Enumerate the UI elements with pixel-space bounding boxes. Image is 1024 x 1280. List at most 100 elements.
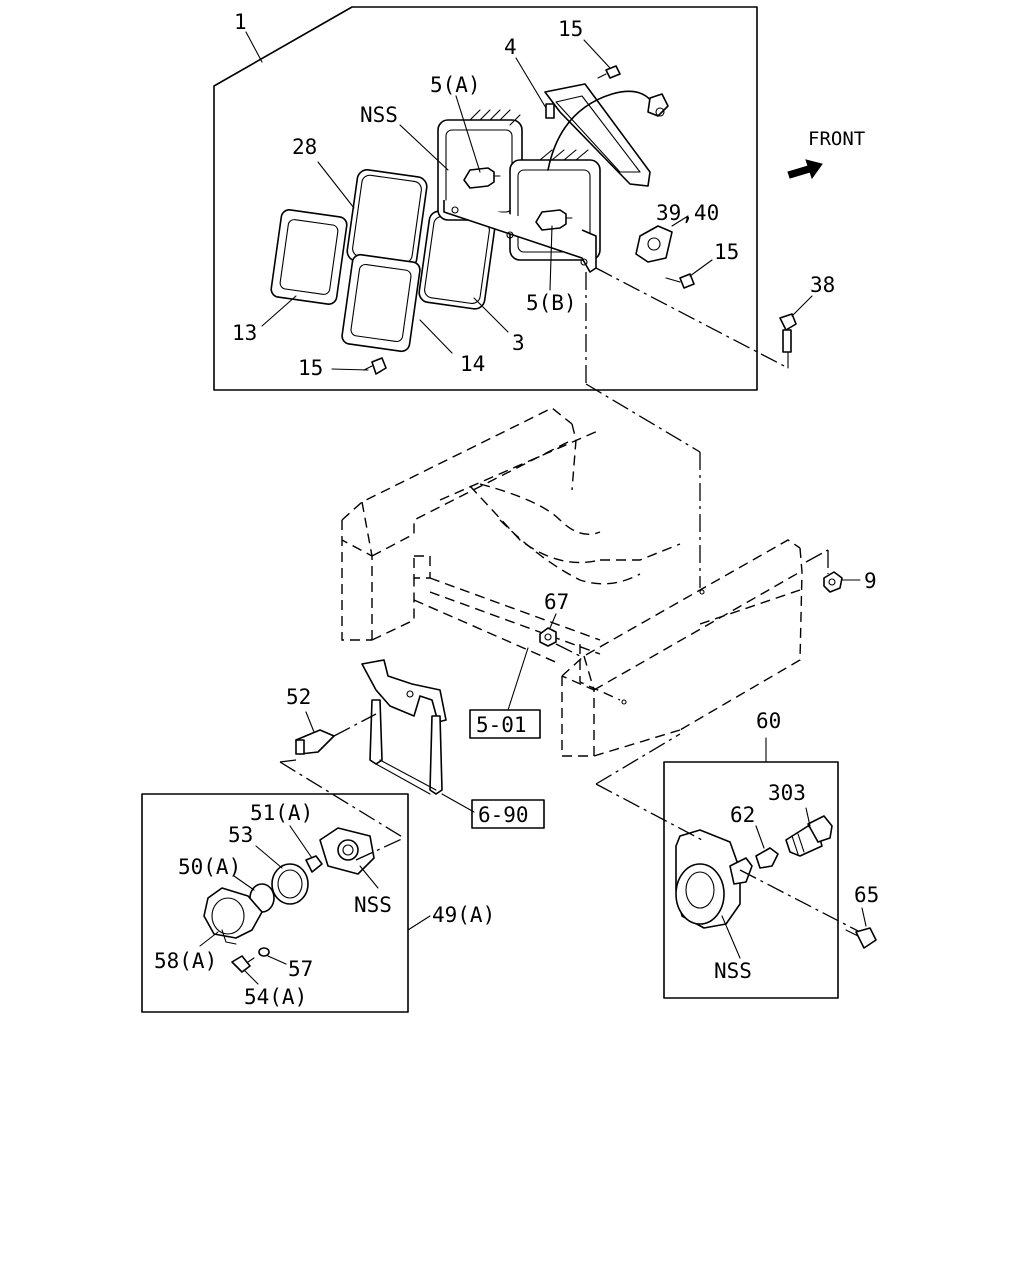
label-3: 3 — [512, 331, 525, 355]
leader-4 — [515, 57, 547, 109]
fog-lamp-assembly-group — [663, 761, 839, 999]
bulb-51a — [305, 855, 323, 873]
leader-1 — [245, 31, 263, 63]
label-5a: 5(A) — [430, 73, 481, 97]
clip-52 — [295, 729, 335, 755]
chain-line-65 — [739, 869, 861, 933]
rim-14 — [341, 253, 421, 353]
label-60: 60 — [756, 709, 781, 733]
label-51a: 51(A) — [250, 801, 313, 825]
leader-58a — [199, 931, 219, 947]
screw-54a — [231, 955, 255, 973]
screw-15-right — [665, 273, 695, 289]
label-67: 67 — [544, 590, 569, 614]
lamp-base-nss — [319, 827, 375, 875]
label-4: 4 — [504, 35, 517, 59]
bolt-65 — [845, 927, 877, 949]
side-marker-box — [141, 793, 409, 1013]
leader-6-90 — [441, 793, 475, 813]
label-13: 13 — [232, 321, 257, 345]
mounting-bracket — [361, 659, 447, 795]
washer-57 — [258, 947, 270, 957]
side-marker-assembly-group — [141, 793, 409, 1013]
ref-box-5-01[interactable] — [469, 709, 541, 739]
label-9: 9 — [864, 569, 877, 593]
label-15-bottom: 15 — [298, 356, 323, 380]
socket-303 — [785, 815, 833, 857]
label-50a: 50(A) — [178, 855, 241, 879]
harness-bracket-4 — [544, 83, 669, 187]
headlamp-assembly-group — [213, 6, 758, 391]
label-52: 52 — [286, 685, 311, 709]
leader-3 — [473, 297, 509, 333]
label-53: 53 — [228, 823, 253, 847]
label-38: 38 — [810, 273, 835, 297]
leader-303 — [805, 807, 811, 827]
chain-line-52 — [333, 713, 377, 737]
leader-nss-1 — [399, 124, 449, 171]
label-65: 65 — [854, 883, 879, 907]
label-54a: 54(A) — [244, 985, 307, 1009]
screw-15-top — [597, 65, 621, 79]
chain-line-9a — [805, 549, 829, 563]
label-6-90[interactable]: 6-90 — [478, 803, 529, 827]
leader-13 — [261, 295, 297, 327]
leader-nss-3 — [721, 915, 741, 959]
bolt-38 — [779, 313, 797, 353]
leader-38 — [791, 295, 813, 317]
bulb-5b — [535, 209, 573, 231]
chain-line-60b — [595, 783, 703, 841]
label-49a: 49(A) — [432, 903, 495, 927]
bulb-5a — [463, 167, 501, 189]
nut-9 — [823, 571, 843, 593]
leader-15-bottom — [331, 368, 369, 371]
leader-5b — [549, 225, 553, 291]
bulb-62 — [755, 847, 779, 869]
ref-box-6-90[interactable] — [471, 799, 545, 829]
ring-53 — [271, 863, 309, 905]
chain-line-67 — [555, 643, 581, 657]
leader-nss-2 — [359, 865, 379, 889]
frame-hole — [699, 589, 705, 595]
leader-57 — [267, 955, 287, 965]
leader-67 — [549, 613, 557, 629]
label-1: 1 — [234, 10, 247, 34]
fog-lamp-box — [663, 761, 839, 999]
label-front: FRONT — [808, 128, 865, 150]
leader-49a — [407, 915, 431, 931]
nut-67 — [539, 627, 557, 647]
leader-39-40 — [671, 215, 689, 227]
leader-15-top — [583, 39, 611, 69]
chain-line-52c — [279, 761, 405, 839]
label-15-right: 15 — [714, 240, 739, 264]
leader-51a — [289, 825, 313, 859]
chain-line-60a — [595, 733, 681, 785]
leader-52 — [305, 711, 315, 733]
chain-line-lamp-diag — [585, 383, 701, 453]
label-303: 303 — [768, 781, 806, 805]
leader-5-01 — [507, 647, 529, 711]
plate-39-40 — [635, 225, 673, 263]
leader-5a — [455, 95, 481, 173]
fog-lamp-nss — [675, 829, 753, 929]
leader-54a — [243, 969, 259, 985]
label-62: 62 — [730, 803, 755, 827]
label-39-40: 39,40 — [656, 201, 719, 225]
label-nss-1: NSS — [360, 103, 398, 127]
chain-line-52b — [279, 759, 297, 763]
leader-28 — [317, 161, 355, 209]
leader-50a — [233, 875, 255, 891]
label-28: 28 — [292, 135, 317, 159]
leader-65 — [861, 907, 867, 927]
leader-15-right — [689, 259, 713, 277]
label-15-top: 15 — [558, 17, 583, 41]
leader-53 — [255, 845, 283, 869]
frame-hole-2 — [621, 699, 627, 705]
leader-62 — [755, 825, 765, 849]
rim-13 — [270, 209, 348, 305]
screw-15-bottom — [363, 357, 387, 375]
label-5b: 5(B) — [526, 291, 577, 315]
label-5-01[interactable]: 5-01 — [476, 713, 527, 737]
label-nss-2: NSS — [354, 893, 392, 917]
